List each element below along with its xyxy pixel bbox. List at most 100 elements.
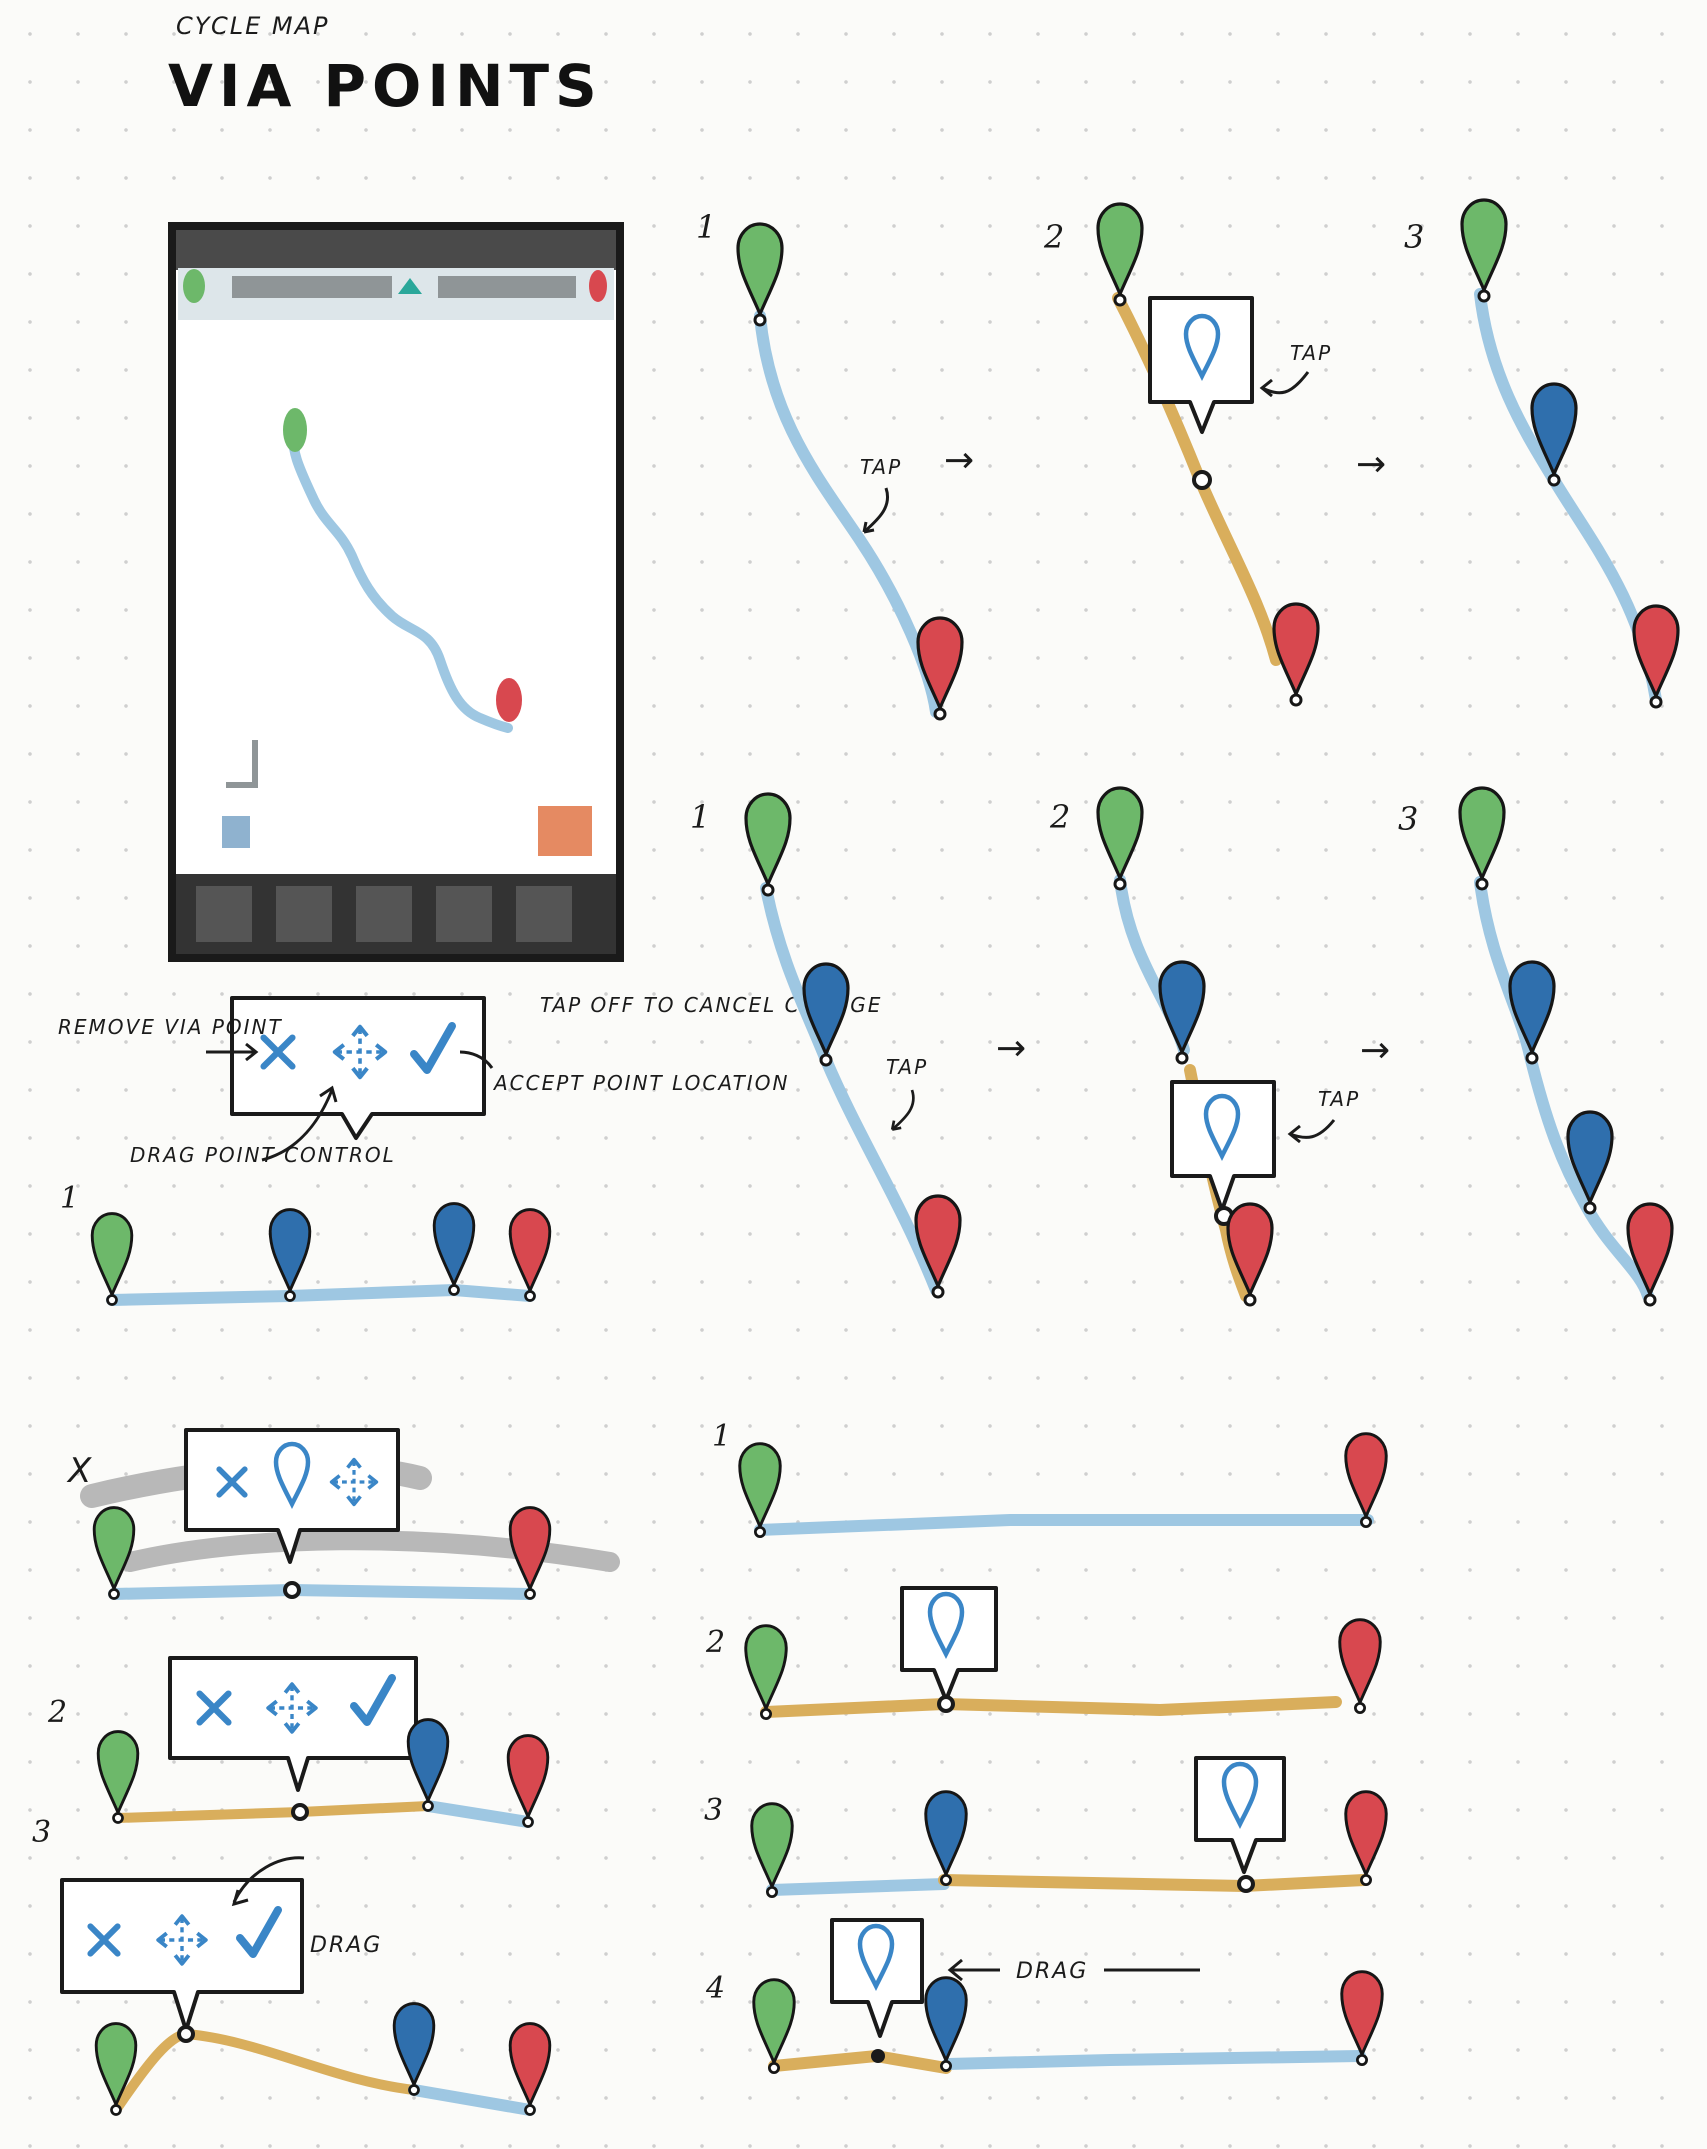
drag-point[interactable] bbox=[177, 2025, 195, 2043]
map-start-pin-icon bbox=[283, 408, 307, 452]
end-pin[interactable] bbox=[508, 1506, 552, 1600]
phone-mockup bbox=[168, 222, 624, 962]
drag-point-control-label: DRAG POINT CONTROL bbox=[130, 1143, 396, 1167]
end-field[interactable] bbox=[438, 276, 576, 298]
new-via-point[interactable] bbox=[937, 1695, 955, 1713]
drag-label: DRAG bbox=[1016, 1959, 1088, 1984]
drag-label: DRAG bbox=[310, 1933, 382, 1958]
step-number: 3 bbox=[704, 1793, 723, 1828]
step-number: 3 bbox=[1404, 218, 1424, 256]
via-pin-2[interactable] bbox=[1566, 1110, 1614, 1215]
left-strip-2: 2 bbox=[47, 1656, 550, 1828]
locate-button[interactable] bbox=[222, 816, 250, 848]
end-pin[interactable] bbox=[1626, 1202, 1674, 1307]
action-button[interactable] bbox=[538, 806, 592, 856]
start-pin[interactable] bbox=[738, 1442, 782, 1539]
step-number: 1 bbox=[690, 798, 710, 836]
start-pin[interactable] bbox=[750, 1802, 794, 1899]
end-pin[interactable] bbox=[1632, 604, 1680, 709]
start-pin[interactable] bbox=[96, 1730, 140, 1824]
arrow-right-icon: → bbox=[944, 440, 974, 481]
row2-panel-1: 1 TAP → bbox=[690, 792, 1026, 1299]
end-pin[interactable] bbox=[914, 1194, 962, 1299]
drag-point[interactable] bbox=[871, 2049, 885, 2063]
via-pin[interactable] bbox=[924, 1790, 968, 1887]
via-point-popup-legend: REMOVE VIA POINT TAP OFF TO CANCEL CHANG… bbox=[58, 993, 880, 1167]
drag-point[interactable] bbox=[291, 1803, 309, 1821]
start-pin[interactable] bbox=[1096, 786, 1144, 891]
end-pin[interactable] bbox=[1272, 602, 1320, 707]
via-pin[interactable] bbox=[802, 962, 850, 1067]
row1-panel-1: 1 TAP → bbox=[696, 208, 974, 721]
remove-via-point-label: REMOVE VIA POINT bbox=[58, 1015, 283, 1039]
new-via-point[interactable] bbox=[1237, 1875, 1255, 1893]
via-pin[interactable] bbox=[392, 2002, 436, 2096]
step-number: 1 bbox=[60, 1181, 79, 1216]
new-via-point[interactable] bbox=[1192, 470, 1212, 490]
sketch-subtitle: CYCLE MAP bbox=[176, 12, 330, 40]
start-pin[interactable] bbox=[90, 1212, 134, 1306]
end-pin[interactable] bbox=[508, 2022, 552, 2116]
arrow-right-icon: → bbox=[1360, 1030, 1390, 1071]
start-pin[interactable] bbox=[92, 1506, 136, 1600]
header: CYCLE MAP VIA POINTS bbox=[168, 12, 603, 120]
left-strip-1: 1 bbox=[60, 1181, 552, 1306]
end-pin[interactable] bbox=[506, 1734, 550, 1828]
end-pin-icon bbox=[589, 270, 607, 302]
tap-label: TAP bbox=[1290, 341, 1332, 365]
step-number: 1 bbox=[712, 1419, 731, 1454]
tap-label: TAP bbox=[860, 455, 902, 479]
start-pin[interactable] bbox=[1458, 786, 1506, 891]
row1-panel-2: 2 TAP → bbox=[1043, 202, 1386, 707]
bottom-sequence-1: 1 bbox=[712, 1419, 1388, 1539]
row2-panel-3: 3 bbox=[1398, 786, 1674, 1307]
arrow-right-icon: → bbox=[1356, 444, 1386, 485]
via-pin[interactable] bbox=[406, 1718, 450, 1812]
start-pin-icon bbox=[183, 269, 205, 303]
via-pin[interactable] bbox=[1158, 960, 1206, 1065]
step-number: 2 bbox=[1043, 218, 1064, 256]
left-strip-3: 3 DRAG bbox=[32, 1815, 552, 2116]
via-pin-1[interactable] bbox=[1508, 960, 1556, 1065]
sketch-title: VIA POINTS bbox=[168, 52, 603, 120]
row2-panel-2: 2 TAP → bbox=[1049, 786, 1390, 1307]
left-strip-rejected: X bbox=[66, 1428, 620, 1600]
start-pin[interactable] bbox=[1460, 198, 1508, 303]
via-pin[interactable] bbox=[432, 1202, 476, 1296]
start-pin[interactable] bbox=[94, 2022, 138, 2116]
end-pin[interactable] bbox=[1344, 1790, 1388, 1887]
step-number: 2 bbox=[705, 1625, 725, 1660]
step-number: 2 bbox=[47, 1695, 67, 1730]
tap-label: TAP bbox=[1318, 1087, 1360, 1111]
step-number: 2 bbox=[1049, 798, 1070, 836]
via-pin[interactable] bbox=[268, 1208, 312, 1302]
arrow-right-icon: → bbox=[996, 1028, 1026, 1069]
tap-arrow-icon bbox=[862, 486, 890, 534]
via-pin[interactable] bbox=[924, 1976, 968, 2073]
end-pin[interactable] bbox=[916, 616, 964, 721]
tap-point[interactable] bbox=[283, 1581, 301, 1599]
step-number: 3 bbox=[1398, 800, 1418, 838]
end-pin[interactable] bbox=[508, 1208, 552, 1302]
row1-panel-3: 3 bbox=[1404, 198, 1680, 709]
end-pin[interactable] bbox=[1344, 1432, 1388, 1529]
start-pin[interactable] bbox=[736, 222, 784, 327]
end-pin[interactable] bbox=[1338, 1618, 1382, 1715]
map-end-pin-icon bbox=[496, 678, 522, 722]
start-pin[interactable] bbox=[1096, 202, 1144, 307]
swap-icon[interactable] bbox=[398, 278, 422, 294]
bottom-sequence-2: 2 bbox=[705, 1586, 1382, 1721]
step-number: 4 bbox=[705, 1971, 725, 2006]
step-number: 3 bbox=[32, 1815, 51, 1850]
bottom-sequence-3: 3 bbox=[704, 1756, 1388, 1899]
start-pin[interactable] bbox=[744, 1624, 788, 1721]
start-field[interactable] bbox=[232, 276, 392, 298]
end-pin[interactable] bbox=[1226, 1202, 1274, 1307]
via-pin[interactable] bbox=[1530, 382, 1578, 487]
step-number: 1 bbox=[696, 208, 716, 246]
start-pin[interactable] bbox=[744, 792, 792, 897]
rejected-mark: X bbox=[66, 1451, 93, 1491]
bottom-sequence-4: 4 DRAG bbox=[705, 1918, 1384, 2075]
tap-label: TAP bbox=[886, 1055, 928, 1079]
accept-point-location-label: ACCEPT POINT LOCATION bbox=[492, 1071, 789, 1095]
